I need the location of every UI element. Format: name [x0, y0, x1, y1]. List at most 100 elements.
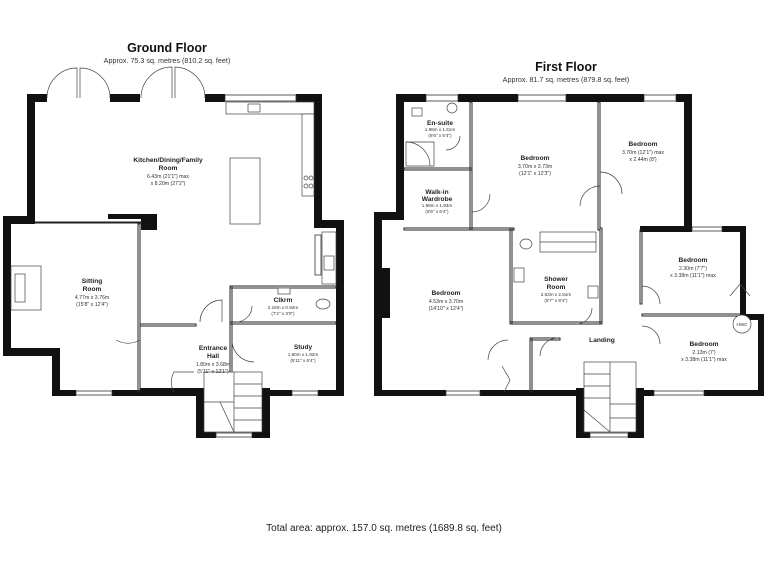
main-bedroom-window [517, 94, 567, 102]
toilet-icon [315, 298, 331, 310]
svg-text:2.30m (7'7"): 2.30m (7'7") [679, 266, 707, 272]
ne-bedroom-door [599, 171, 623, 195]
svg-text:Study: Study [294, 344, 313, 351]
svg-text:x 3.38m (11'1") max: x 3.38m (11'1") max [681, 357, 727, 363]
room-label-cupboard: HWC [737, 322, 749, 327]
svg-text:(15'8" x 12'4"): (15'8" x 12'4") [76, 302, 108, 308]
french-doors-left [46, 67, 111, 99]
fireplace-icon [10, 265, 42, 311]
svg-text:1.80m x 3.68m: 1.80m x 3.68m [196, 362, 230, 368]
svg-text:Kitchen/Dining/Family: Kitchen/Dining/Family [133, 157, 203, 164]
kitchen-units [225, 101, 337, 285]
svg-text:(5'11" x 12'1"): (5'11" x 12'1") [197, 369, 229, 375]
landing-window [589, 432, 629, 438]
svg-text:Room: Room [159, 165, 178, 172]
front-door [170, 371, 194, 393]
svg-text:3.70m (12'1") max: 3.70m (12'1") max [622, 150, 664, 156]
svg-text:1.98m x 1.61m: 1.98m x 1.61m [425, 127, 456, 132]
room-label-cloakroom: Clkrm 2.18m x 0.92m (7'2" x 3'0") [268, 297, 299, 316]
room-label-sitting-room: Sitting Room 4.77m x 3.76m (15'8" x 12'4… [75, 278, 109, 308]
main-bedroom-door [579, 185, 601, 207]
ground-floor-stairs [203, 371, 263, 433]
room-label-ensuite: En-suite 1.98m x 1.61m (6'6" x 5'4") [425, 120, 456, 138]
svg-text:Wardrobe: Wardrobe [422, 196, 453, 203]
hob-icon [303, 175, 309, 181]
first-floor-walls [374, 94, 764, 438]
shower-tray-icon [405, 141, 435, 167]
kitchen-window [224, 94, 297, 102]
se-bedroom-door [641, 325, 661, 345]
svg-text:Room: Room [547, 284, 566, 291]
ground-floor-title: Ground Floor [127, 41, 207, 55]
room-label-study: Study 1.80m x 1.92m (5'11" x 6'4") [288, 344, 319, 363]
ensuite-toilet-icon [446, 102, 458, 114]
room-label-entrance-hall: Entrance Hall 1.80m x 3.68m (5'11" x 12'… [196, 345, 230, 375]
room-label-main-bedroom: Bedroom 3.70m x 3.73m (12'1" x 12'3") [518, 155, 552, 177]
svg-text:2.13m (7'): 2.13m (7') [692, 350, 715, 356]
ensuite-basin-icon [411, 107, 423, 117]
ground-floor-area: Approx. 75.3 sq. metres (810.2 sq. feet) [104, 56, 231, 65]
svg-text:Bedroom: Bedroom [629, 141, 658, 148]
kitchen-hall-door [199, 299, 223, 323]
cupboard-door [539, 337, 559, 357]
svg-text:x 3.38m (11'1") max: x 3.38m (11'1") max [670, 273, 716, 279]
first-floor-area: Approx. 81.7 sq. metres (879.8 sq. feet) [503, 75, 630, 84]
kitchen-sink-icon [247, 103, 261, 113]
sitting-room-door [115, 339, 141, 344]
ne-bedroom-window [643, 94, 677, 102]
room-label-walk-in-wardrobe: Walk-in Wardrobe 1.98m x 1.93m (6'6" x 6… [422, 189, 453, 214]
svg-text:Bedroom: Bedroom [432, 290, 461, 297]
svg-text:4.53m x 3.70m: 4.53m x 3.70m [429, 299, 463, 305]
svg-text:(14'10" x 12'4"): (14'10" x 12'4") [429, 306, 464, 312]
svg-text:1.98m x 1.93m: 1.98m x 1.93m [422, 203, 453, 208]
first-floor-internal-walls [403, 101, 743, 393]
room-label-w-bedroom: Bedroom 4.53m x 3.70m (14'10" x 12'4") [429, 290, 464, 312]
room-label-kitchen: Kitchen/Dining/Family Room 6.43m (21'1")… [133, 157, 203, 187]
svg-text:6.43m (21'1") max: 6.43m (21'1") max [147, 174, 189, 180]
first-floor-stairs [583, 361, 637, 433]
svg-text:Bedroom: Bedroom [521, 155, 550, 162]
svg-text:Hall: Hall [207, 353, 219, 360]
first-floor-plan: First Floor Approx. 81.7 sq. metres (879… [374, 60, 764, 438]
shower-room-basin-icon [513, 267, 525, 283]
kitchen-side-window [314, 234, 322, 276]
svg-text:x 8.20m (27'2"): x 8.20m (27'2") [151, 181, 186, 187]
svg-text:3.70m x 3.73m: 3.70m x 3.73m [518, 164, 552, 170]
ground-floor-plan: Ground Floor Approx. 75.3 sq. metres (81… [3, 41, 344, 438]
shower-room-toilet-icon [519, 238, 533, 250]
w-bedroom-door [487, 339, 509, 361]
svg-text:Sitting: Sitting [82, 278, 103, 285]
sitting-room-window [75, 390, 113, 396]
first-floor-title: First Floor [535, 60, 597, 74]
e-bedroom-window [691, 226, 723, 232]
room-label-ne-bedroom: Bedroom 3.70m (12'1") max x 2.44m (8') [622, 141, 664, 163]
svg-text:2.63m x 2.54m: 2.63m x 2.54m [541, 292, 572, 297]
svg-text:Entrance: Entrance [199, 345, 228, 352]
svg-text:(7'2" x 3'0"): (7'2" x 3'0") [271, 311, 295, 316]
hall-window [215, 432, 253, 438]
room-label-e-bedroom: Bedroom 2.30m (7'7") x 3.38m (11'1") max [670, 257, 716, 279]
svg-text:(5'11" x 6'4"): (5'11" x 6'4") [290, 358, 316, 363]
ensuite-door [445, 135, 461, 151]
se-bedroom-window [653, 390, 705, 396]
ground-floor-walls [3, 94, 344, 438]
svg-text:(6'6" x 6'4"): (6'6" x 6'4") [425, 209, 449, 214]
shower-room-door [575, 307, 593, 325]
svg-text:Bedroom: Bedroom [690, 341, 719, 348]
total-area: Total area: approx. 157.0 sq. metres (16… [266, 523, 502, 534]
room-label-se-bedroom: Bedroom 2.13m (7') x 3.38m (11'1") max [681, 341, 727, 363]
svg-text:Clkrm: Clkrm [274, 297, 293, 304]
svg-text:(6'6" x 5'4"): (6'6" x 5'4") [428, 133, 452, 138]
study-door [231, 339, 255, 363]
wardrobe-door [471, 193, 491, 213]
basin-icon [277, 287, 291, 295]
svg-text:Bedroom: Bedroom [679, 257, 708, 264]
svg-text:4.77m x 3.76m: 4.77m x 3.76m [75, 295, 109, 301]
french-doors-right [140, 66, 206, 99]
room-label-shower-room: Shower Room 2.63m x 2.54m (8'7" x 8'4") [541, 276, 572, 303]
utility-sink-icon [323, 255, 335, 271]
svg-text:1.80m x 1.92m: 1.80m x 1.92m [288, 352, 319, 357]
svg-text:Walk-in: Walk-in [425, 189, 448, 196]
study-window [291, 390, 319, 396]
